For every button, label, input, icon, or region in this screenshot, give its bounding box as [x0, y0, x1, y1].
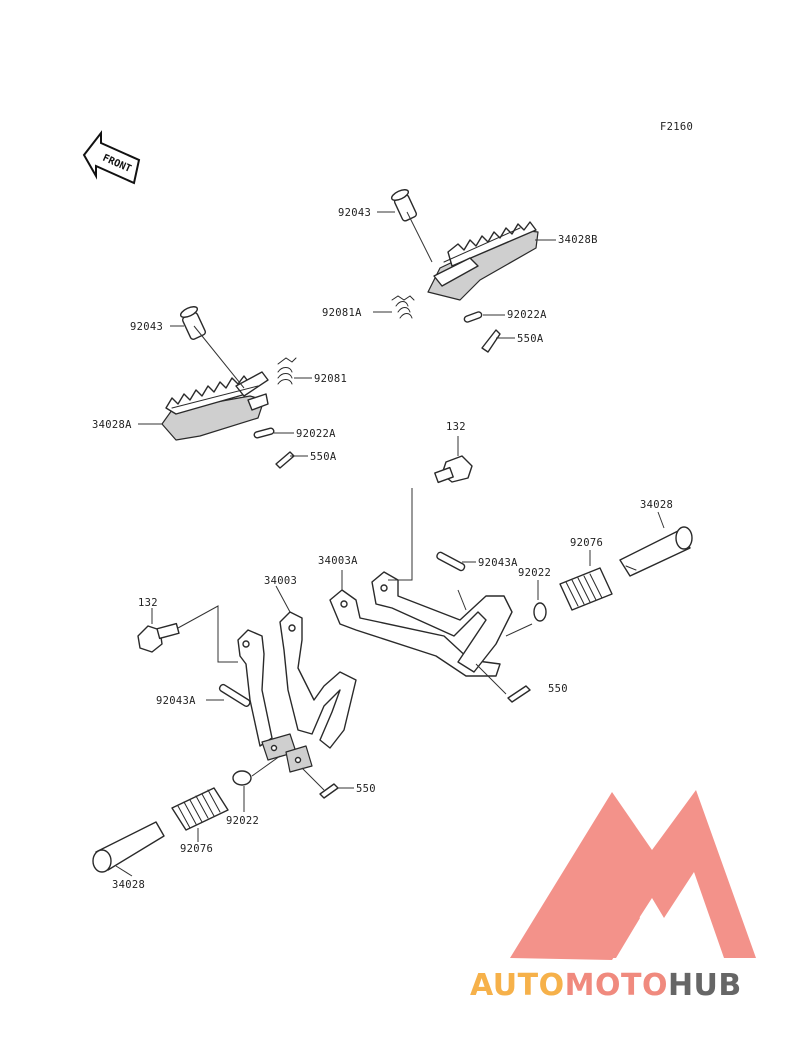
label-92043-left: 92043	[130, 321, 163, 333]
pin-92043-top	[390, 189, 418, 222]
pin-92043A-right	[436, 551, 466, 572]
cotter-550A-top	[481, 329, 501, 353]
washer-92022-lower	[232, 770, 252, 786]
bracket-34003A	[329, 571, 513, 677]
watermark-auto: AUTO	[470, 968, 565, 1003]
watermark-text: AUTOMOTOHUB	[470, 968, 742, 1003]
bracket-34003A-group: 132 34003A 92043A 92022 92076 34028 550	[318, 421, 693, 703]
label-34028-right: 34028	[640, 499, 673, 511]
spring-92081A	[391, 295, 415, 319]
label-550A-left: 550A	[310, 451, 337, 463]
label-92022A-top: 92022A	[507, 309, 547, 321]
label-92043-top: 92043	[338, 207, 371, 219]
spring-92081	[277, 357, 297, 385]
label-92022A-left: 92022A	[296, 428, 336, 440]
label-92043A-right: 92043A	[478, 557, 518, 569]
label-92076-right: 92076	[570, 537, 603, 549]
peg-34028-right	[619, 526, 693, 577]
cotter-550-lower	[319, 783, 339, 799]
pin-92043A-lower	[218, 683, 251, 707]
label-34003A: 34003A	[318, 555, 358, 567]
label-550-right: 550	[548, 683, 568, 695]
label-92076-lower: 92076	[180, 843, 213, 855]
label-550A-top: 550A	[517, 333, 544, 345]
pin-92043-left	[179, 306, 207, 340]
front-arrow-icon: FRONT	[82, 130, 141, 185]
label-92022-lower: 92022	[226, 815, 259, 827]
bracket-34003	[237, 611, 357, 773]
label-92043A-lower: 92043A	[156, 695, 196, 707]
cotter-550-right	[507, 685, 531, 703]
figure-code: F2160	[660, 121, 693, 133]
cotter-550A-left	[275, 451, 295, 469]
footstep-34028B	[427, 221, 539, 301]
watermark-moto: MOTO	[565, 968, 668, 1003]
washer-92022-right	[533, 602, 547, 622]
washer-92022A-left	[253, 427, 275, 439]
bracket-34003-group: 34003 132 92043A 550 92022 92076 34028	[92, 575, 376, 891]
bolt-132-left	[137, 622, 180, 653]
peg-34028-lower	[92, 821, 165, 873]
label-34028-lower: 34028	[112, 879, 145, 891]
bolt-132-right	[434, 455, 473, 484]
watermark-hub: HUB	[668, 968, 742, 1003]
automotohub-logo-icon	[510, 790, 756, 960]
label-34028B: 34028B	[558, 234, 598, 246]
footstep-34028A	[161, 371, 269, 441]
footrest-34028A-group: 92043 92081 34028A 92022A 550A	[92, 306, 347, 469]
label-34028A: 34028A	[92, 419, 132, 431]
label-92081: 92081	[314, 373, 347, 385]
label-92022-right: 92022	[518, 567, 551, 579]
footrest-34028B-group: 92043 34028B 92081A 92022A 550A	[322, 189, 598, 353]
label-132-left: 132	[138, 597, 158, 609]
label-34003: 34003	[264, 575, 297, 587]
rubber-92076-right	[559, 567, 613, 611]
washer-92022A-top	[463, 311, 483, 323]
label-92081A: 92081A	[322, 307, 362, 319]
rubber-92076-lower	[171, 787, 229, 831]
label-132-right: 132	[446, 421, 466, 433]
label-550-lower: 550	[356, 783, 376, 795]
